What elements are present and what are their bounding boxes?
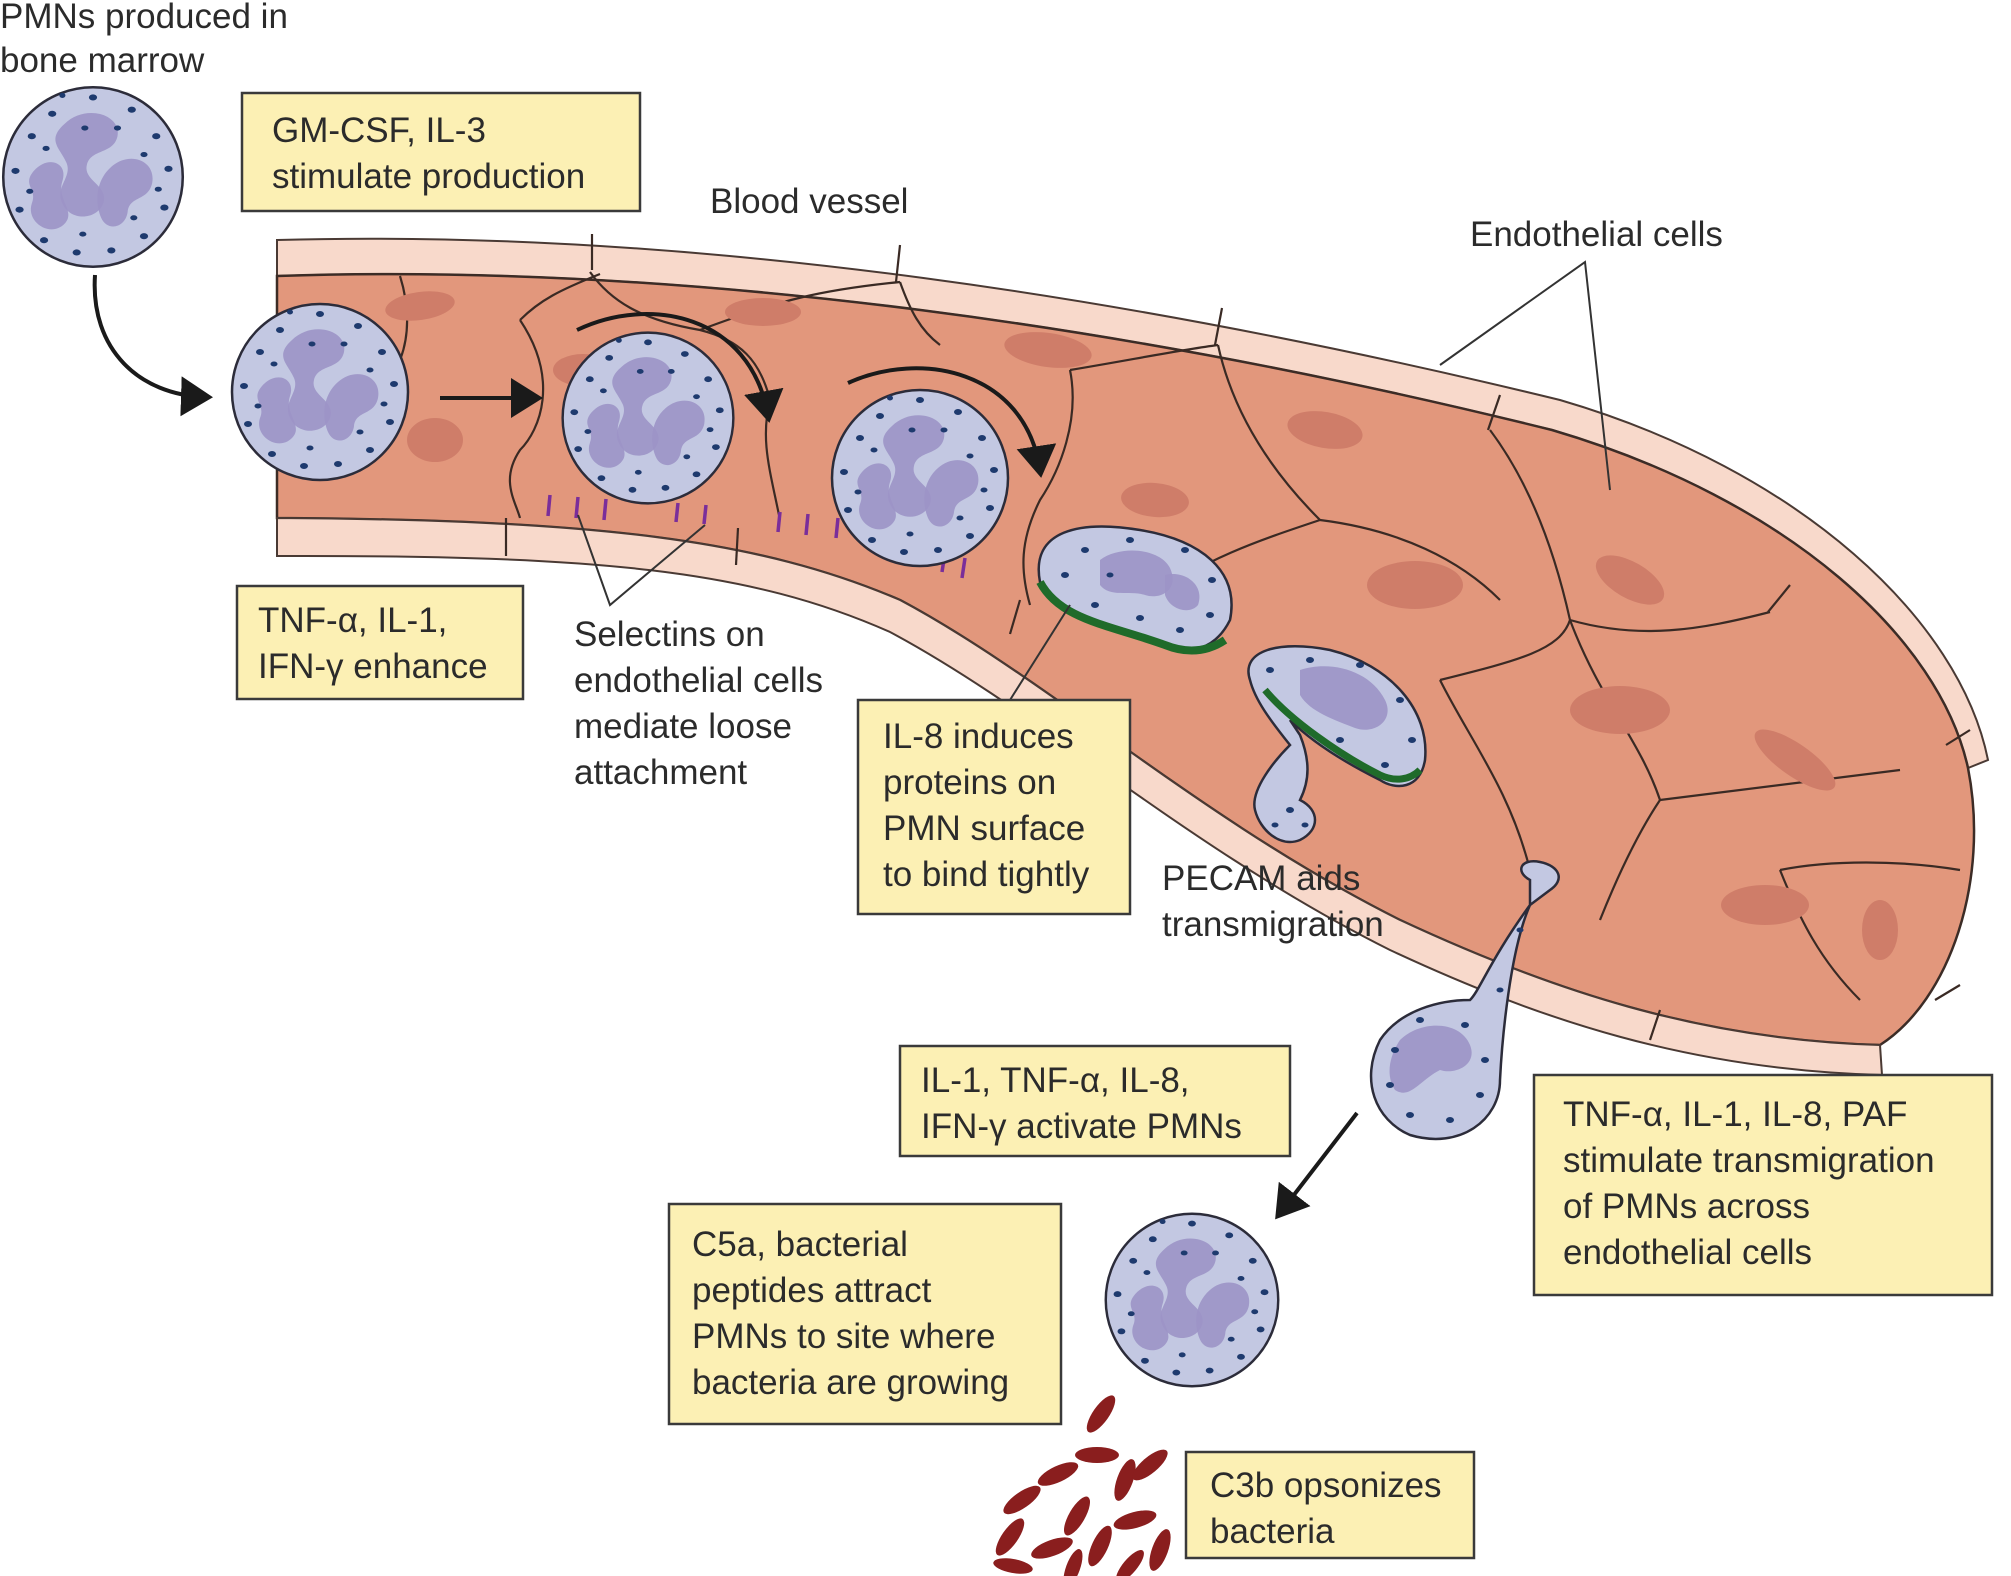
arrow-marrow-to-vessel: [92, 274, 213, 417]
box-transmigration: TNF-α, IL-1, IL-8, PAF stimulate transmi…: [1532, 1073, 1994, 1297]
box-c5a: C5a, bacterial peptides attract PMNs to …: [667, 1202, 1063, 1426]
svg-text:C3b opsonizes bacteria: C3b opsonizes bacteria: [1210, 1466, 1451, 1551]
label-blood-vessel: Blood vessel: [710, 182, 908, 221]
vessel-lumen: [275, 272, 1976, 1047]
pmn-entering-vessel: [230, 302, 410, 482]
label-pecam: PECAM aids transmigration: [1162, 859, 1384, 944]
arrow-to-infection-site: [1275, 1111, 1359, 1220]
svg-text:IL-1, TNF-α, IL-8, IFN-γ: IL-1, TNF-α, IL-8, IFN-γ activate PMNs: [921, 1061, 1242, 1146]
pmn-tightly-bound: [1036, 525, 1233, 655]
pmn-emerged: [1369, 860, 1560, 1141]
label-pmns-produced: PMNs produced in bone marrow: [0, 0, 298, 80]
box-c3b: C3b opsonizes bacteria: [1184, 1450, 1476, 1560]
svg-text:TNF-α, IL-1, IFN-γ enhan: TNF-α, IL-1, IFN-γ enhance: [258, 601, 488, 686]
leader-lines: [577, 260, 1611, 701]
box-tnf-enhance: TNF-α, IL-1, IFN-γ enhance: [235, 584, 525, 701]
bacteria-cluster: [993, 1395, 1171, 1576]
svg-text:C5a, bacterial peptides: C5a, bacterial peptides attract PMNs to …: [692, 1225, 1009, 1402]
endothelial-nuclei: [385, 291, 1898, 960]
flow-arrows: [92, 274, 1359, 1220]
pmn-at-infection-site: [1104, 1212, 1280, 1388]
pmn-bone-marrow: [1, 85, 185, 269]
arrow-rolling-2: [847, 366, 1057, 478]
box-il8: IL-8 induces proteins on PMN surface to …: [856, 698, 1132, 916]
pmn-transmigrating: [1247, 645, 1427, 843]
blood-vessel: [275, 234, 1990, 1077]
box-activate: IL-1, TNF-α, IL-8, IFN-γ activate PMNs: [898, 1044, 1292, 1158]
label-endothelial-cells: Endothelial cells: [1470, 215, 1723, 254]
arrow-rolling-1: [576, 312, 784, 423]
label-selectins: Selectins on endothelial cells mediate l…: [574, 615, 833, 792]
svg-text:TNF-α, IL-1, IL-8, PAF s: TNF-α, IL-1, IL-8, PAF stimulate transmi…: [1563, 1095, 1944, 1272]
svg-text:IL-8 induces proteins on: IL-8 induces proteins on PMN surface to …: [883, 717, 1095, 894]
pmn-rolling-2: [830, 388, 1010, 568]
svg-text:GM-CSF, IL-3 stimulate p: GM-CSF, IL-3 stimulate production: [272, 111, 585, 196]
pmn-rolling-1: [561, 331, 735, 505]
box-gmcsf: GM-CSF, IL-3 stimulate production: [240, 91, 642, 213]
